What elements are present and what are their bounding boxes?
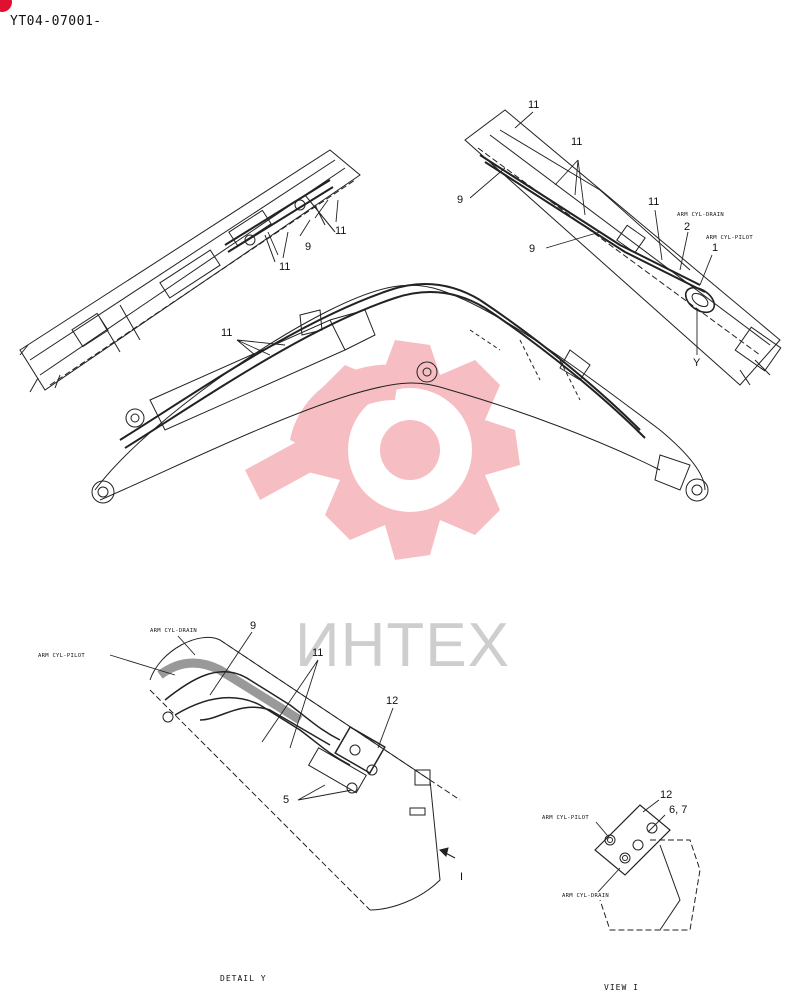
callout-11: 11: [312, 647, 324, 659]
view-arrow-label: I: [460, 871, 464, 883]
watermark-gear-icon: [245, 340, 520, 560]
callout-9: 9: [457, 194, 464, 206]
callout-9: 9: [305, 241, 312, 253]
hose-label-arm-cyl-drain: ARM CYL-DRAIN: [150, 628, 197, 634]
callout-12: 12: [660, 789, 673, 801]
callout-11: 11: [221, 327, 233, 339]
callout-5: 5: [283, 794, 290, 806]
caption-detail: DETAIL Y: [220, 974, 267, 983]
main-arm-drawing: [91, 283, 709, 504]
hose-label-arm-cyl-pilot: ARM CYL-PILOT: [38, 653, 85, 659]
callout-9: 9: [529, 243, 536, 255]
callout-9: 9: [250, 620, 257, 632]
callout-11: 11: [335, 225, 347, 237]
upper-right-arm-drawing: [464, 109, 782, 386]
callout-6-7: 6, 7: [669, 804, 688, 816]
callout-12: 12: [386, 695, 399, 707]
upper-left-arm-drawing: [19, 149, 361, 393]
view-i-drawing: [594, 804, 701, 931]
caption-view: VIEW I: [604, 983, 639, 992]
hose-label-arm-cyl-drain: ARM CYL-DRAIN: [562, 893, 609, 899]
hose-label-arm-cyl-pilot: ARM CYL-PILOT: [706, 235, 753, 241]
detail-y-drawing: [149, 636, 461, 911]
corner-mark: [0, 0, 12, 12]
callout-11: 11: [279, 261, 291, 273]
callout-11: 11: [571, 136, 583, 148]
callout-2: 2: [684, 221, 691, 233]
hose-label-arm-cyl-drain: ARM CYL-DRAIN: [677, 212, 724, 218]
leader-lines: [109, 111, 713, 893]
callout-11: 11: [528, 99, 540, 111]
document-id: YT04-07001-: [10, 14, 102, 29]
callout-1: 1: [712, 242, 719, 254]
hose-label-arm-cyl-pilot: ARM CYL-PILOT: [542, 815, 589, 821]
callout-11: 11: [648, 196, 660, 208]
view-marker: Y: [693, 357, 701, 369]
watermark-text: ИНТЕХ: [295, 611, 510, 680]
